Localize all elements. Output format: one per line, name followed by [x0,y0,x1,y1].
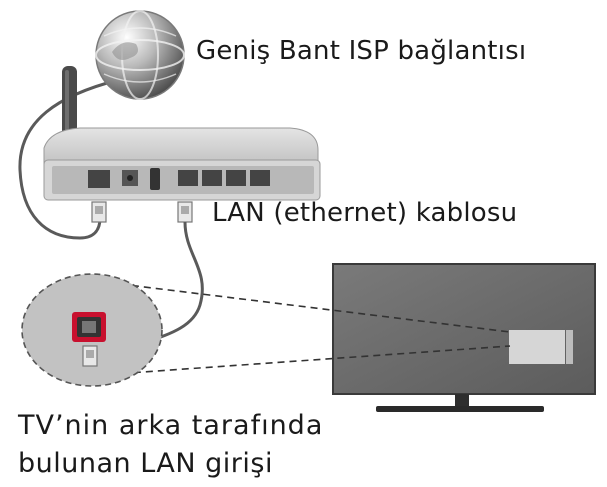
lan-plug-icon [177,201,193,223]
router-lan-port-3 [226,170,246,186]
tv-icon [332,263,596,412]
router-wan-port [88,170,110,188]
isp-plug-icon [91,201,107,223]
callout-line-bottom [85,345,511,377]
tv-lan-plug-icon [82,345,98,367]
router-lan-port-4 [250,170,270,186]
tv-lan-port-label-line2: bulunan LAN girişi [18,448,273,479]
lan-cable-label: LAN (ethernet) kablosu [212,198,518,228]
router-lan-port-2 [202,170,222,186]
tv-port-callout [21,273,163,387]
router-power-switch [150,168,160,190]
isp-cable [18,78,119,240]
globe-icon [95,10,185,100]
tv-lan-port-label-line1: TV’nin arka tarafında [18,410,324,441]
router-icon [43,127,321,201]
router-lan-port-1 [178,170,198,186]
lan-port-icon [72,312,106,342]
callout-line-top [119,283,511,333]
isp-connection-label: Geniş Bant ISP bağlantısı [196,36,527,66]
